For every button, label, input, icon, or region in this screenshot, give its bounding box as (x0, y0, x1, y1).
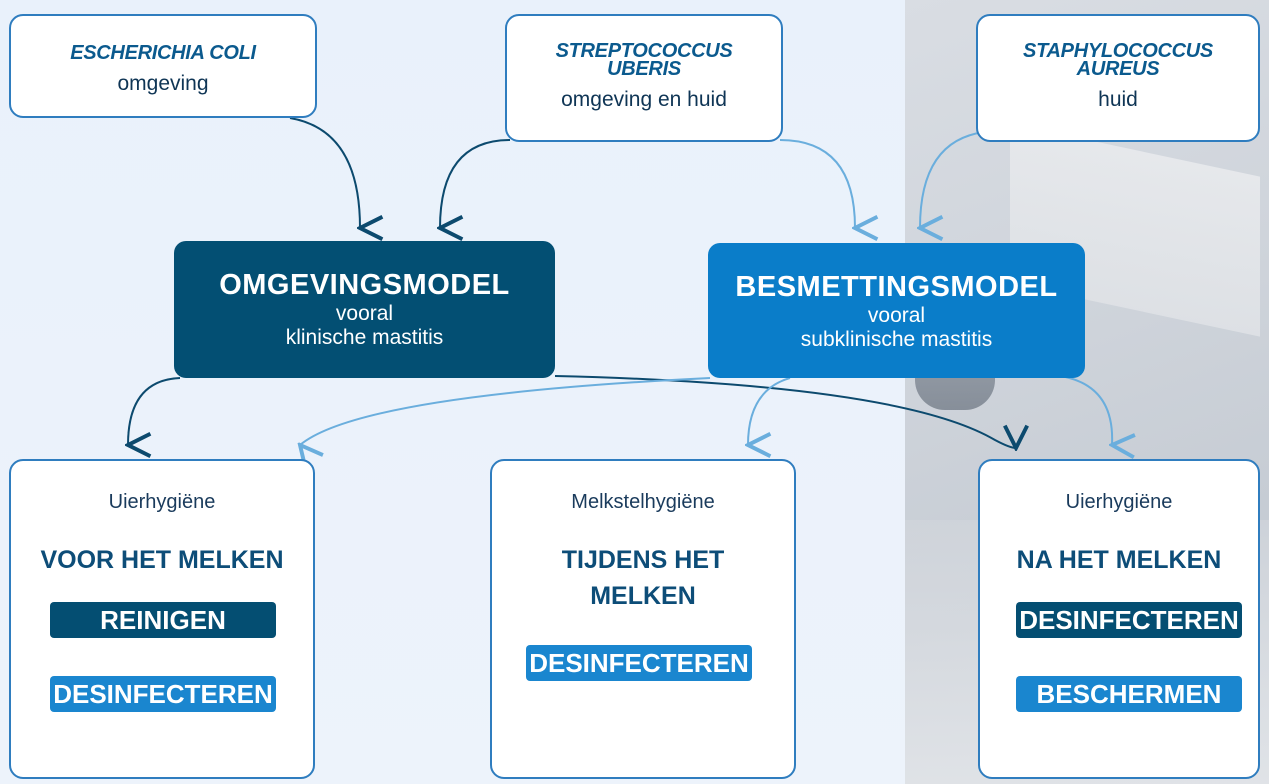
source-name: STREPTOCOCCUS UBERIS (555, 40, 733, 80)
model-line1: vooral (867, 304, 926, 327)
arrow-omgeving-voor (128, 377, 181, 445)
action-beschermen: BESCHERMEN (1016, 676, 1242, 712)
model-title: BESMETTINGSMODEL (735, 271, 1058, 303)
action-desinfecteren: DESINFECTEREN (1016, 602, 1242, 638)
arrow-uberis-besmetting (779, 139, 855, 228)
source-name: ESCHERICHIA COLI (70, 42, 256, 64)
step-category: Uierhygiëne (1065, 491, 1173, 513)
model-title: OMGEVINGSMODEL (219, 269, 510, 301)
step-box-tijdens: Melkstelhygiëne TIJDENS HET MELKEN (490, 459, 796, 779)
arrow-omgeving-na (554, 375, 1016, 448)
source-habitat: omgeving en huid (561, 88, 727, 111)
arrow-besmetting-voor (300, 377, 711, 445)
model-line2: klinische mastitis (285, 326, 444, 349)
action-desinfecteren: DESINFECTEREN (526, 645, 752, 681)
step-title-line1: TIJDENS HET (561, 546, 725, 574)
source-box-uberis: STREPTOCOCCUS UBERIS omgeving en huid (505, 14, 783, 142)
step-title: VOOR HET MELKEN (40, 546, 284, 574)
arrow-uberis-omgeving (440, 139, 511, 228)
source-habitat: omgeving (117, 72, 209, 95)
action-reinigen: REINIGEN (50, 602, 276, 638)
step-title: NA HET MELKEN (1016, 546, 1222, 574)
arrow-ecoli-omgeving (289, 117, 360, 228)
source-name: STAPHYLOCOCCUS AUREUS (1023, 40, 1213, 80)
step-category: Melkstelhygiëne (571, 491, 715, 513)
arrow-besmetting-na (1059, 375, 1112, 445)
besmettingsmodel-box: BESMETTINGSMODEL vooral subklinische mas… (708, 243, 1085, 378)
step-category: Uierhygiëne (108, 491, 216, 513)
step-title-line2: MELKEN (590, 582, 696, 610)
arrow-aureus-besmetting (920, 131, 986, 228)
omgevingsmodel-box: OMGEVINGSMODEL vooral klinische mastitis (174, 241, 555, 378)
source-box-ecoli: ESCHERICHIA COLI omgeving (9, 14, 317, 118)
model-line1: vooral (335, 302, 394, 325)
model-line2: subklinische mastitis (800, 328, 993, 351)
source-habitat: huid (1098, 88, 1138, 111)
arrow-besmetting-tijdens (748, 377, 791, 445)
action-desinfecteren: DESINFECTEREN (50, 676, 276, 712)
source-box-aureus: STAPHYLOCOCCUS AUREUS huid (976, 14, 1260, 142)
